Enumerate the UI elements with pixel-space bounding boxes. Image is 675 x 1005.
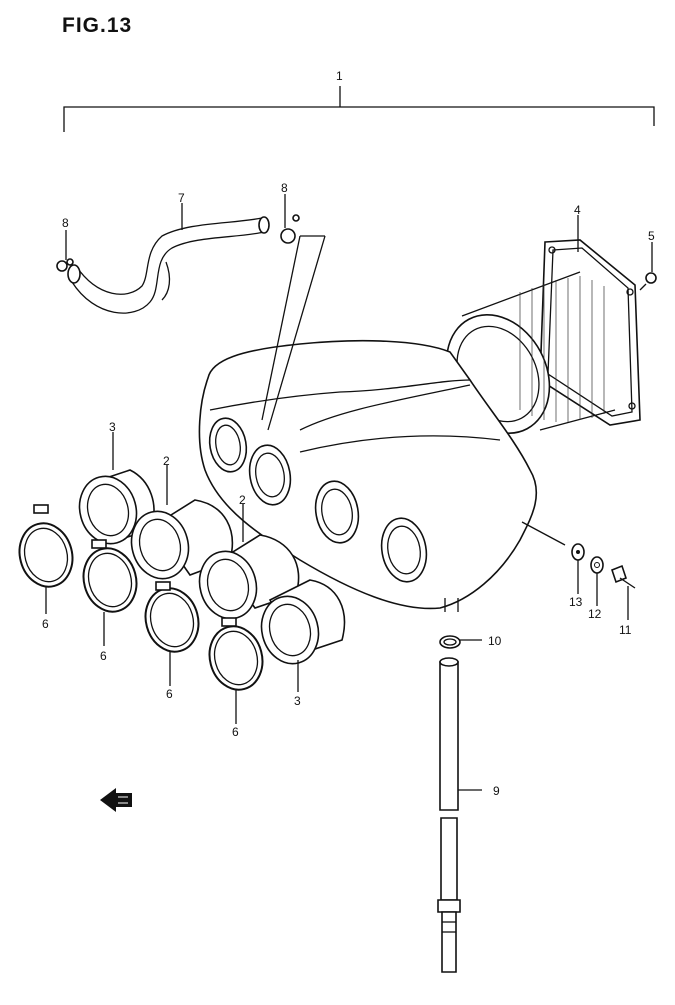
- assembly-bracket: [63, 86, 655, 132]
- air-cleaner-case: [198, 339, 538, 612]
- callout-12: 12: [588, 607, 602, 621]
- figure-title: FIG.13: [62, 14, 133, 37]
- leader-lines: [261, 235, 566, 546]
- drain-plug-9: [437, 657, 482, 973]
- callout-10: 10: [488, 634, 502, 648]
- callout-1: 1: [336, 69, 343, 83]
- callout-13: 13: [569, 595, 583, 609]
- callout-6b: 6: [100, 649, 107, 663]
- screw-11: [611, 564, 636, 589]
- callout-numbers: 1 2 2 3 3 4 5 6 6 6 6 7 8 8 9 10 11 12 1…: [42, 69, 655, 798]
- callout-leaders: [45, 194, 653, 724]
- callout-3b: 3: [294, 694, 301, 708]
- callout-11: 11: [619, 623, 632, 637]
- washer-12: [590, 556, 604, 574]
- callout-6d: 6: [232, 725, 239, 739]
- callout-8a: 8: [62, 216, 69, 230]
- screw-element: [639, 272, 657, 291]
- callout-5: 5: [648, 229, 655, 243]
- callout-2b: 2: [239, 493, 246, 507]
- callout-2a: 2: [163, 454, 170, 468]
- callout-3a: 3: [109, 420, 116, 434]
- breather-hose: [67, 216, 270, 314]
- intake-pipes: [78, 469, 346, 665]
- clamps: [18, 504, 264, 691]
- callout-6a: 6: [42, 617, 49, 631]
- hose-clip-right: [280, 214, 300, 244]
- front-arrow-icon: [100, 788, 132, 812]
- callout-8b: 8: [281, 181, 288, 195]
- callout-6c: 6: [166, 687, 173, 701]
- cushion-13: [571, 543, 585, 561]
- callout-9: 9: [493, 784, 500, 798]
- callout-7: 7: [178, 191, 185, 205]
- hose-clip-left: [56, 258, 74, 272]
- clamp-10: [439, 635, 482, 649]
- callout-4: 4: [574, 203, 581, 217]
